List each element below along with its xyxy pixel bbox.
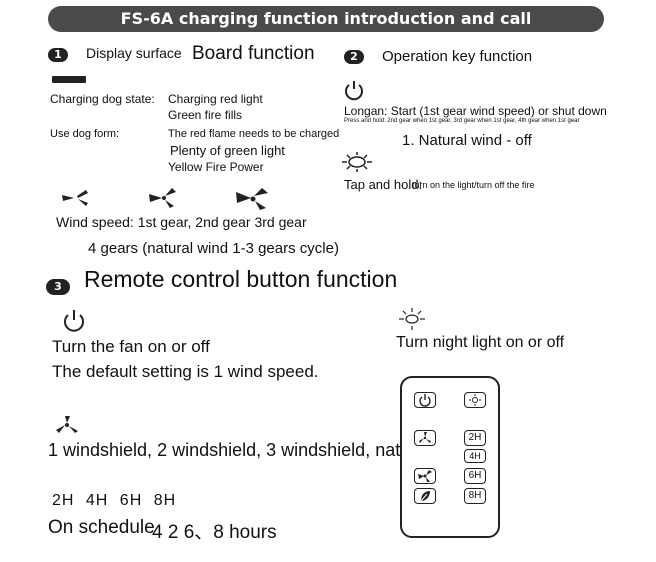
use-form-value-1: The red flame needs to be charged <box>168 128 340 140</box>
section3-title: Remote control button function <box>84 266 398 292</box>
power-icon <box>345 81 363 101</box>
wind-speed-text: Wind speed: 1st gear, 2nd gear 3rd gear <box>56 214 307 230</box>
windshield-text: 1 windshield, 2 windshield, 3 windshield… <box>48 440 473 460</box>
section-number-1: 1 <box>48 48 68 62</box>
remote-timer-4h-button[interactable]: 4H <box>464 449 486 463</box>
use-form-label: Use dog form: <box>50 128 120 140</box>
section-number-2: 2 <box>344 50 364 64</box>
fan-speed-1-icon <box>62 190 88 206</box>
fan-speed-3-icon <box>236 188 268 210</box>
remote-power-button[interactable] <box>414 392 436 408</box>
remote-timer-6h-button[interactable]: 6H <box>464 468 486 484</box>
remote-control: 2H 6H 8H 4H <box>400 376 500 538</box>
fan-onoff-text: Turn the fan on or off <box>52 337 210 356</box>
natural-wind-text: 1. Natural wind - off <box>402 132 532 149</box>
power-icon <box>64 310 84 332</box>
fan-speed-2-icon <box>149 188 176 208</box>
fan-icon <box>418 470 432 482</box>
charging-state-value-1: Charging red light <box>168 92 263 106</box>
leaf-icon <box>420 491 430 502</box>
section1-title-small: Display surface <box>86 45 182 61</box>
use-form-value-3: Yellow Fire Power <box>168 160 264 174</box>
section2-title: Operation key function <box>382 48 533 65</box>
light-icon <box>342 152 372 172</box>
remote-natural-wind-button[interactable] <box>414 488 436 504</box>
press-hold-text: Press and hold: 2nd gear when 1st gear, … <box>344 118 580 124</box>
fan-icon <box>419 432 431 443</box>
gears-text: 4 gears (natural wind 1-3 gears cycle) <box>88 240 339 257</box>
sun-icon <box>469 394 481 406</box>
battery-indicator-icon <box>52 76 86 83</box>
remote-fan-button[interactable] <box>414 430 436 446</box>
charging-state-value-2: Green fire fills <box>168 108 243 122</box>
section-number-3: 3 <box>46 279 70 295</box>
schedule-text: 4 2 6、8 hours <box>152 522 277 543</box>
charging-state-label: Charging dog state: <box>50 92 155 106</box>
remote-timer-2h-button[interactable]: 2H <box>464 430 486 446</box>
remote-timer-8h-button[interactable]: 8H <box>464 488 486 504</box>
use-form-value-2: Plenty of green light <box>170 143 285 158</box>
remote-fan-speed-button[interactable] <box>414 468 436 484</box>
tap-hold-small-text: turn on the light/turn off the fire <box>412 180 535 190</box>
schedule-prefix: On schedule <box>48 517 155 538</box>
default-setting-text: The default setting is 1 wind speed. <box>52 362 319 381</box>
sun-icon <box>399 308 425 330</box>
remote-light-button[interactable] <box>464 392 486 408</box>
fan-icon <box>56 416 78 433</box>
night-light-text: Turn night light on or off <box>396 334 565 351</box>
longan-text: Longan: Start (1st gear wind speed) or s… <box>344 104 607 118</box>
section1-title-large: Board function <box>192 43 315 64</box>
timer-labels: 2H 4H 6H 8H <box>52 492 177 509</box>
tap-hold-label: Tap and hold: <box>344 177 423 192</box>
power-icon <box>419 394 431 407</box>
page-title: FS-6A charging function introduction and… <box>48 6 604 32</box>
